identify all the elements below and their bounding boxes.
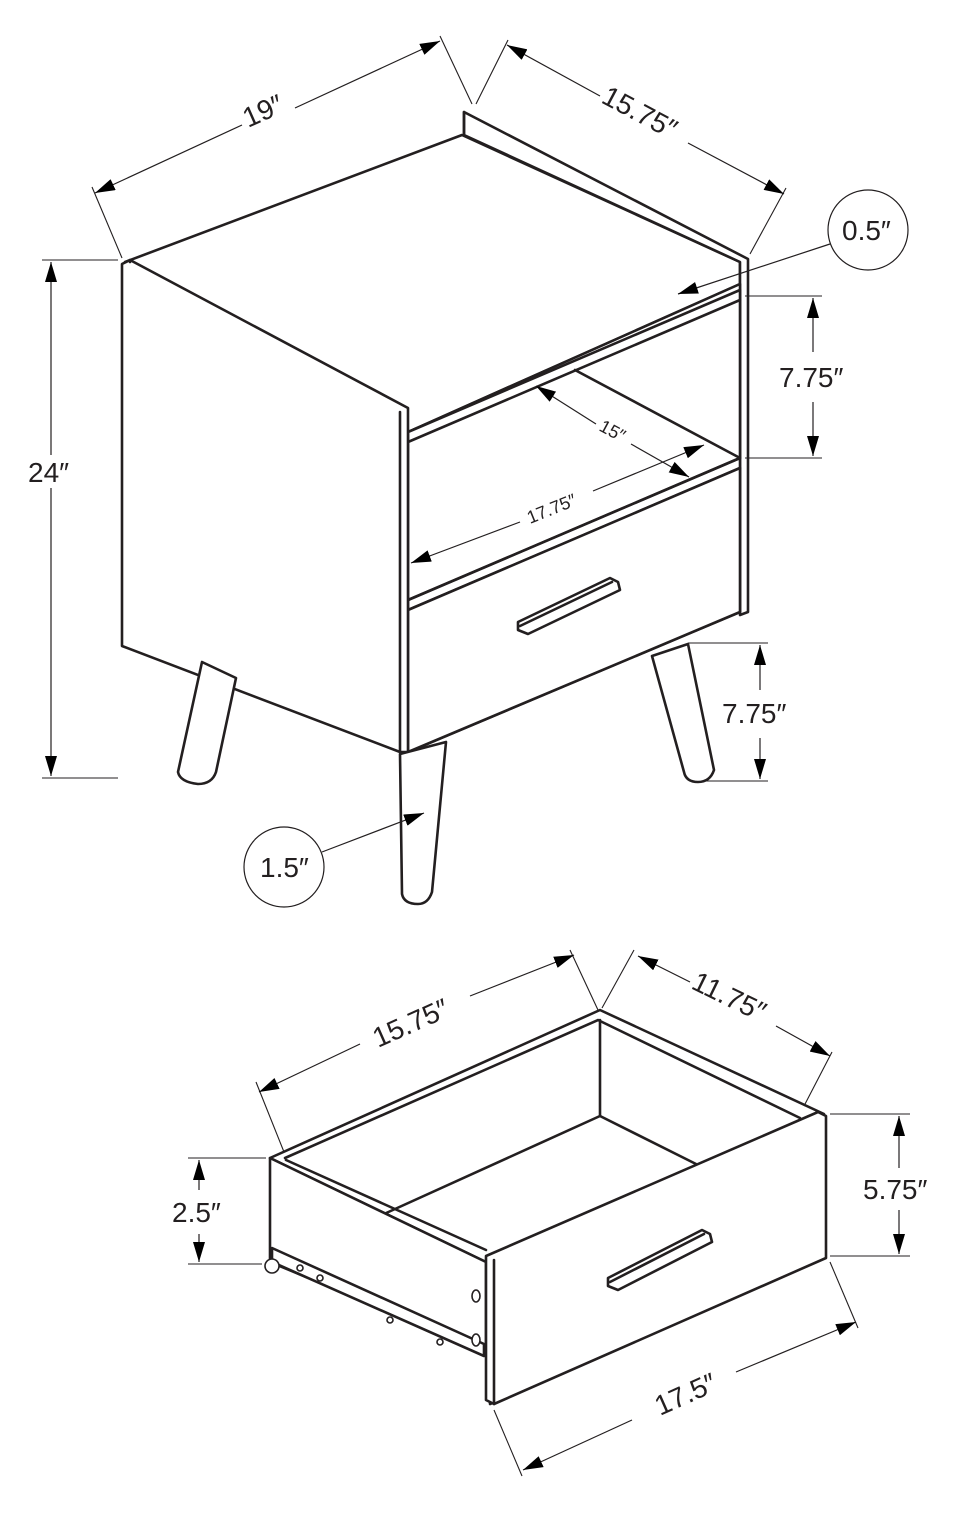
drawer-front-width-label: 17.5″ xyxy=(650,1367,722,1422)
back-leg-right xyxy=(650,642,716,784)
drawer-depth-label: 11.75″ xyxy=(687,966,771,1028)
front-leg-left xyxy=(176,660,238,786)
depth-label: 15.75″ xyxy=(597,80,682,145)
leg-diameter-label: 1.5″ xyxy=(260,852,309,883)
drawer-face-handle xyxy=(606,1228,714,1292)
drawer-front-height-label: 5.75″ xyxy=(863,1174,927,1205)
drawer-handle xyxy=(516,576,622,636)
backboard-thickness-label: 0.5″ xyxy=(842,215,891,246)
drawer-illustration xyxy=(264,1008,828,1406)
drawer-width-label: 15.75″ xyxy=(368,993,454,1054)
height-label: 24″ xyxy=(28,457,69,488)
leg-height-label: 7.75″ xyxy=(722,698,786,729)
width-label: 19″ xyxy=(238,88,288,133)
shelf-opening-height-label: 7.75″ xyxy=(779,362,843,393)
drawer-slide-rail xyxy=(270,1246,486,1358)
nightstand-illustration xyxy=(120,110,750,906)
drawer-side-height-label: 2.5″ xyxy=(172,1197,221,1228)
front-leg-right xyxy=(398,740,448,906)
